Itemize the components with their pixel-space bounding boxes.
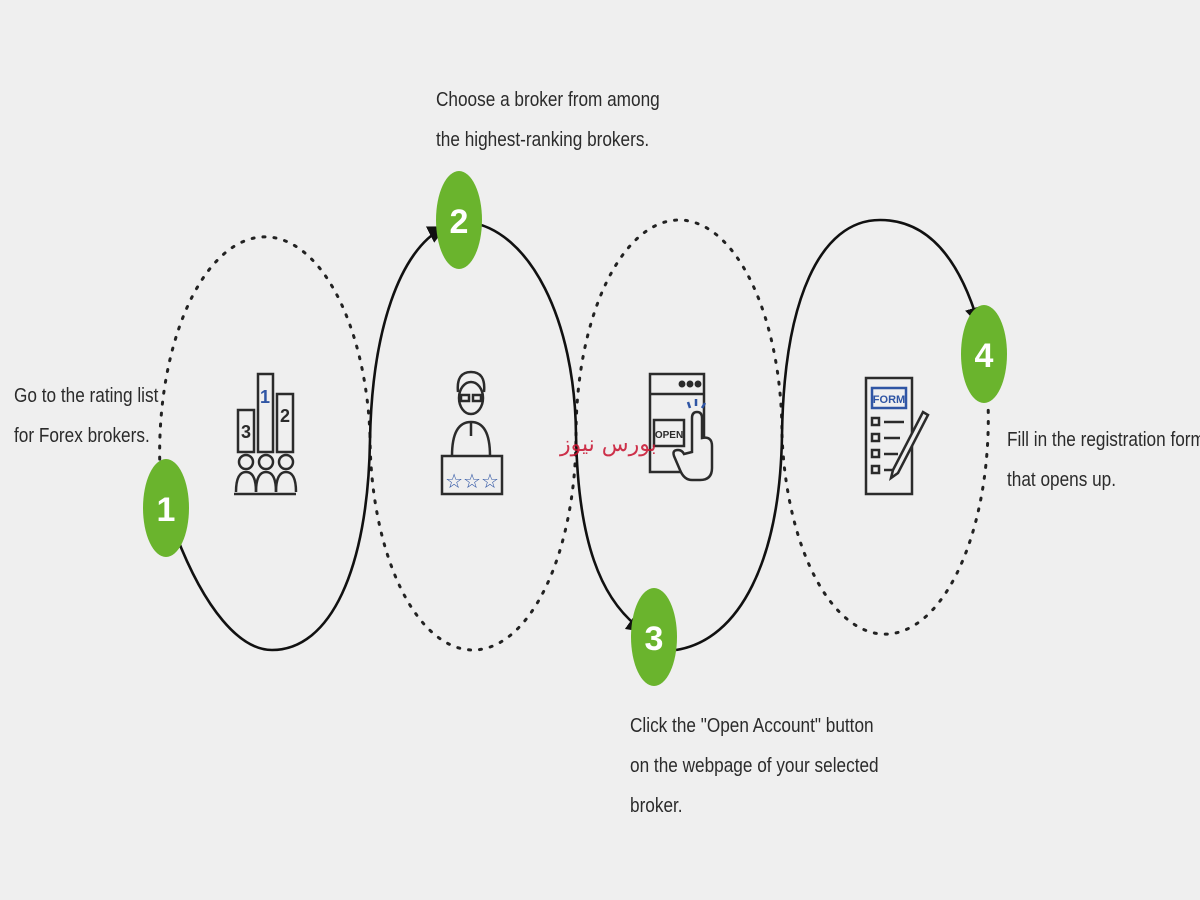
step-3-caption-line-3: broker.	[630, 795, 683, 817]
step-number-2: 2	[450, 203, 469, 241]
step-badge-3: 3	[631, 588, 677, 686]
solid-arc-2	[467, 220, 645, 633]
form-label: FORM	[873, 394, 905, 406]
step-4-caption-line-2: that opens up.	[1007, 469, 1117, 491]
podium-rank-3: 3	[241, 422, 251, 442]
dotted-arc-1	[158, 235, 372, 472]
step-4-caption: Fill in the registration form that opens…	[1007, 420, 1200, 500]
step-number-3: 3	[645, 620, 664, 658]
step-badge-2: 2	[436, 171, 482, 269]
podium-rank-1: 1	[260, 387, 270, 407]
watermark-logo: بورس نیوز	[560, 432, 657, 457]
open-label: OPEN	[655, 430, 683, 441]
podium-rank-2: 2	[280, 406, 290, 426]
step-2-caption-line-1: Choose a broker from among	[436, 89, 660, 111]
form-icon: FORM	[864, 376, 930, 496]
step-1-caption-line-2: for Forex brokers.	[14, 425, 150, 447]
step-3-caption-line-2: on the webpage of your selected	[630, 755, 879, 777]
dotted-arc-4	[780, 400, 990, 636]
step-1-caption-line-1: Go to the rating list	[14, 385, 159, 407]
step-badge-1: 1	[143, 459, 189, 557]
open-button-click-icon: OPEN	[648, 372, 714, 482]
step-2-caption-line-2: the highest-ranking brokers.	[436, 129, 650, 151]
solid-arc-3	[675, 218, 983, 652]
step-3-caption: Click the "Open Account" button on the w…	[630, 706, 879, 826]
step-4-caption-line-1: Fill in the registration form	[1007, 429, 1200, 451]
step-number-4: 4	[975, 337, 994, 375]
broker-rating-icon: ☆☆☆	[440, 370, 504, 496]
podium-icon: 1 2 3	[234, 372, 298, 496]
rating-stars: ☆☆☆	[445, 469, 499, 493]
step-number-1: 1	[157, 491, 176, 529]
step-2-caption: Choose a broker from among the highest-r…	[436, 80, 660, 160]
step-3-caption-line-1: Click the "Open Account" button	[630, 715, 874, 737]
dotted-arc-3	[574, 218, 784, 437]
step-badge-4: 4	[961, 305, 1007, 403]
step-1-caption: Go to the rating list for Forex brokers.	[14, 376, 158, 456]
dotted-arc-2	[368, 433, 578, 652]
solid-arc-1	[174, 226, 447, 652]
